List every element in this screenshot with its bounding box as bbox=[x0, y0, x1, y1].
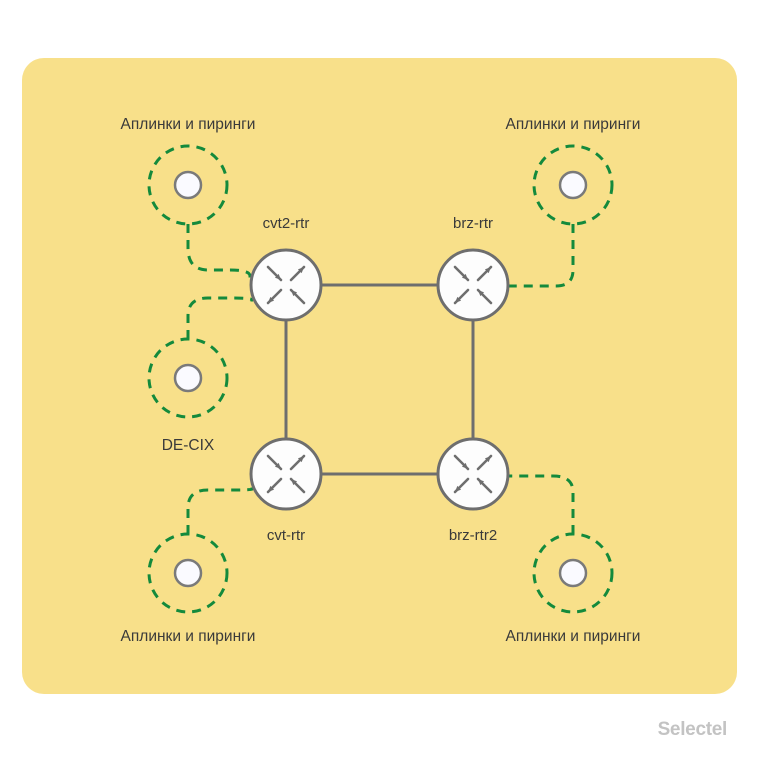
router-arrow-in-topleft-head bbox=[461, 462, 468, 469]
router-arrow-in-bottomright bbox=[476, 477, 493, 494]
router-circle bbox=[436, 248, 510, 322]
cloud-ring-icon bbox=[147, 144, 229, 226]
cloud-uplink-bottom-left bbox=[147, 532, 229, 614]
cloud-label-uplink-bottom-left: Аплинки и пиринги bbox=[121, 628, 256, 645]
router-arrow-in-bottomright-head bbox=[291, 479, 298, 486]
router-arrow-out-bottomleft-head bbox=[455, 296, 462, 303]
router-arrow-in-topleft bbox=[453, 454, 470, 471]
router-arrow-in-bottomright bbox=[476, 288, 493, 305]
router-links-layer bbox=[284, 283, 475, 476]
router-arrow-out-bottomleft-head bbox=[268, 485, 275, 492]
router-arrow-in-topleft bbox=[266, 265, 283, 282]
router-arrow-out-bottomleft-head bbox=[268, 296, 275, 303]
router-brz-rtr[interactable] bbox=[436, 248, 510, 322]
router-brz-rtr2[interactable] bbox=[436, 437, 510, 511]
router-arrow-out-topright-head bbox=[297, 456, 304, 463]
cloud-ring-icon bbox=[147, 337, 229, 419]
cloud-connector-uplink-top-left bbox=[186, 224, 252, 278]
cloud-connector-uplink-bottom-left bbox=[186, 487, 254, 534]
diagram-panel bbox=[22, 58, 737, 694]
router-arrow-out-topright-head bbox=[484, 267, 491, 274]
router-arrow-out-topright bbox=[289, 454, 306, 471]
router-arrow-in-bottomright-head bbox=[291, 290, 298, 297]
cloud-label-uplink-top-right: Аплинки и пиринги bbox=[506, 116, 641, 133]
router-circle bbox=[436, 437, 510, 511]
router-arrow-out-bottomleft-head bbox=[455, 485, 462, 492]
cloud-connectors-layer bbox=[186, 224, 575, 534]
router-arrow-out-topright bbox=[289, 265, 306, 282]
router-arrow-in-topleft-head bbox=[274, 273, 281, 280]
router-circle bbox=[249, 437, 323, 511]
cloud-de-cix bbox=[147, 337, 229, 419]
router-arrow-in-topleft-head bbox=[274, 462, 281, 469]
cloud-label-uplink-bottom-right: Аплинки и пиринги bbox=[506, 628, 641, 645]
cloud-endpoint-icon bbox=[173, 558, 203, 588]
router-arrow-out-topright-head bbox=[484, 456, 491, 463]
cloud-uplink-top-left bbox=[147, 144, 229, 226]
router-label-brz-rtr: brz-rtr bbox=[453, 215, 493, 232]
cloud-ring-icon bbox=[532, 144, 614, 226]
cloud-endpoint-icon bbox=[558, 558, 588, 588]
router-arrow-out-bottomleft bbox=[266, 288, 283, 305]
cloud-endpoint-icon bbox=[558, 170, 588, 200]
cloud-label-de-cix: DE-CIX bbox=[162, 437, 215, 454]
router-label-cvt-rtr: cvt-rtr bbox=[267, 527, 305, 544]
cloud-endpoint-icon bbox=[173, 170, 203, 200]
cloud-ring-icon bbox=[147, 532, 229, 614]
cloud-connector-de-cix bbox=[186, 296, 254, 339]
router-arrow-in-bottomright-head bbox=[478, 290, 485, 297]
cloud-connector-uplink-top-right bbox=[508, 224, 575, 288]
router-arrow-in-bottomright bbox=[289, 477, 306, 494]
routers-layer bbox=[249, 248, 510, 511]
cloud-uplink-top-right bbox=[532, 144, 614, 226]
router-arrow-out-topright-head bbox=[297, 267, 304, 274]
clouds-layer bbox=[147, 144, 614, 614]
router-cvt-rtr[interactable] bbox=[249, 437, 323, 511]
router-circle bbox=[249, 248, 323, 322]
cloud-uplink-bottom-right bbox=[532, 532, 614, 614]
cloud-endpoint-icon bbox=[173, 363, 203, 393]
router-arrow-in-bottomright-head bbox=[478, 479, 485, 486]
router-arrow-out-topright bbox=[476, 265, 493, 282]
router-cvt2-rtr[interactable] bbox=[249, 248, 323, 322]
router-arrow-in-topleft bbox=[453, 265, 470, 282]
cloud-connector-uplink-bottom-right bbox=[508, 474, 575, 534]
router-label-cvt2-rtr: cvt2-rtr bbox=[263, 215, 310, 232]
cloud-label-uplink-top-left: Аплинки и пиринги bbox=[121, 116, 256, 133]
selectel-watermark: Selectel bbox=[658, 719, 727, 740]
router-arrow-in-topleft bbox=[266, 454, 283, 471]
router-arrow-out-bottomleft bbox=[453, 477, 470, 494]
router-label-brz-rtr2: brz-rtr2 bbox=[449, 527, 497, 544]
router-arrow-out-bottomleft bbox=[453, 288, 470, 305]
router-arrow-out-bottomleft bbox=[266, 477, 283, 494]
router-arrow-in-topleft-head bbox=[461, 273, 468, 280]
router-arrow-out-topright bbox=[476, 454, 493, 471]
router-arrow-in-bottomright bbox=[289, 288, 306, 305]
cloud-ring-icon bbox=[532, 532, 614, 614]
